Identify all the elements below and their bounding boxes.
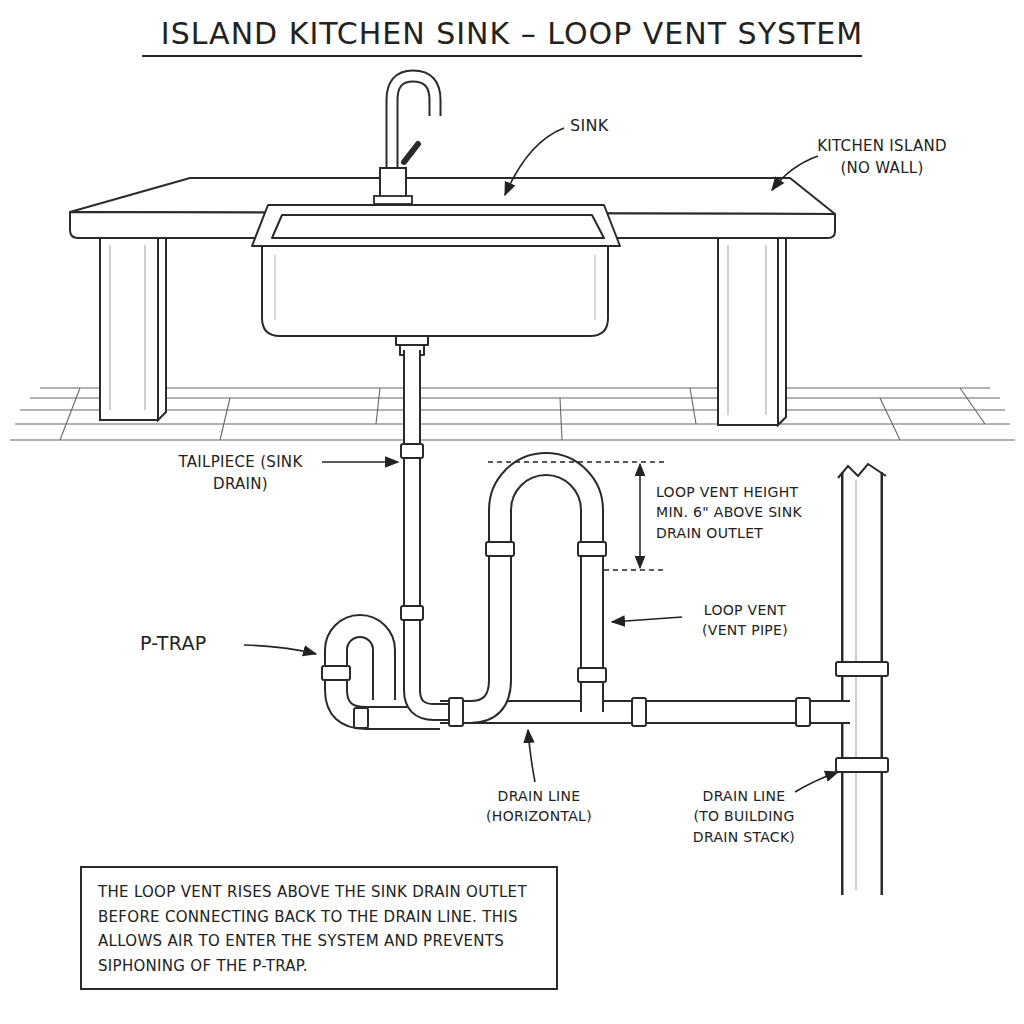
diagram-title: ISLAND KITCHEN SINK – LOOP VENT SYSTEM	[0, 12, 1024, 56]
coupling	[796, 698, 810, 726]
floor-line	[40, 387, 990, 388]
island-legs	[100, 236, 786, 425]
drain-flange	[396, 336, 428, 345]
part-label: TAILPIECE (SINK DRAIN)	[163, 452, 318, 496]
note-box: THE LOOP VENT RISES ABOVE THE SINK DRAIN…	[80, 866, 558, 990]
part-label: SINK	[570, 114, 640, 137]
leader-line	[505, 128, 564, 195]
floor-joint	[220, 398, 230, 440]
leader-line	[772, 156, 818, 190]
piping	[336, 350, 862, 895]
leaders	[244, 128, 838, 792]
shade-line	[275, 255, 276, 320]
coupling	[836, 662, 888, 676]
faucet-handle	[404, 144, 418, 162]
coupling	[836, 758, 888, 772]
stack-shade	[856, 480, 857, 890]
dimension-arrow	[639, 464, 641, 568]
shade-line	[766, 245, 767, 415]
coupling	[578, 542, 606, 556]
floor-joint	[60, 388, 80, 440]
faucet	[374, 76, 435, 204]
floor-joint	[880, 398, 900, 440]
coupling	[449, 698, 463, 726]
height-dimension	[488, 462, 665, 570]
island-leg-side	[778, 236, 786, 425]
dimension-line	[604, 569, 665, 571]
floor-joint	[376, 388, 380, 424]
sink-opening	[272, 215, 604, 238]
leader-line	[244, 645, 316, 654]
coupling	[401, 444, 423, 458]
part-label: DRAIN LINE (HORIZONTAL)	[468, 786, 610, 827]
coupling	[322, 666, 350, 680]
countertop-edge	[70, 212, 835, 238]
tailpiece	[412, 350, 452, 712]
leader-line	[322, 461, 398, 463]
island-leg	[100, 236, 158, 420]
loop-vent	[470, 464, 592, 712]
drain-stack	[844, 472, 881, 895]
leader-line	[612, 617, 682, 622]
shade-line	[110, 245, 111, 410]
sink	[252, 205, 620, 355]
floor-line	[15, 423, 1010, 424]
leader-line	[795, 772, 838, 792]
faucet-spout	[392, 76, 435, 170]
faucet-flange	[374, 196, 412, 204]
floor-joint	[560, 398, 562, 440]
loop-vent	[470, 464, 592, 712]
coupling	[486, 542, 514, 556]
stack-break	[838, 464, 886, 478]
couplings	[322, 444, 888, 772]
leg-shading	[110, 245, 766, 415]
floor-joint	[690, 388, 696, 424]
floor-joint	[960, 388, 985, 424]
part-label: P-TRAP	[140, 630, 240, 658]
sink-rim	[252, 205, 620, 246]
floor-line	[30, 397, 1000, 398]
coupling	[632, 698, 646, 726]
dimension-line	[488, 461, 665, 463]
island-leg	[718, 236, 778, 425]
tailpiece	[412, 350, 452, 712]
coupling	[401, 606, 423, 620]
shade-line	[145, 245, 146, 410]
drain-stack	[841, 472, 883, 895]
part-label: KITCHEN ISLAND (NO WALL)	[812, 136, 952, 180]
leader-line	[528, 730, 535, 782]
part-label: LOOP VENT (VENT PIPE)	[684, 600, 806, 641]
part-label: LOOP VENT HEIGHT MIN. 6" ABOVE SINK DRAI…	[656, 482, 824, 543]
note-text: THE LOOP VENT RISES ABOVE THE SINK DRAIN…	[98, 880, 540, 978]
basin-shading	[275, 255, 595, 320]
title-underline	[142, 55, 862, 57]
sink-basin	[262, 246, 608, 336]
part-label: DRAIN LINE (TO BUILDING DRAIN STACK)	[690, 786, 798, 847]
coupling	[354, 708, 368, 728]
floor-line	[20, 409, 1005, 410]
shade-line	[728, 245, 729, 415]
island-leg-side	[158, 236, 166, 420]
coupling	[578, 668, 606, 682]
faucet-spout	[392, 76, 435, 170]
shade-line	[595, 255, 596, 320]
floor-line	[10, 439, 1015, 440]
